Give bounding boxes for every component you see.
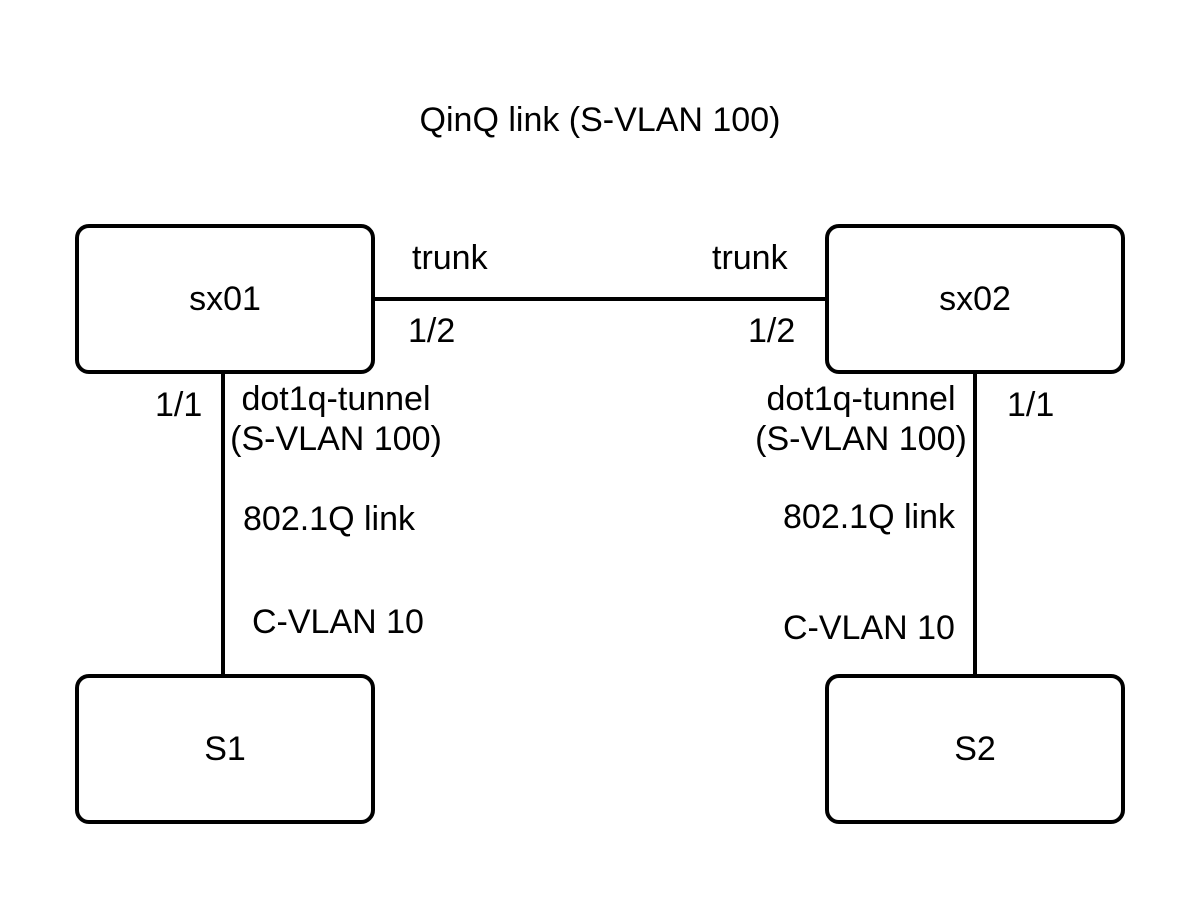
link-type-label-right: 802.1Q link [783,498,955,536]
port-label-sx01-access: 1/1 [155,386,203,424]
tunnel-label-right-line2: (S-VLAN 100) [755,420,967,458]
diagram-title: QinQ link (S-VLAN 100) [419,101,781,139]
tunnel-label-left: dot1q-tunnel (S-VLAN 100) [216,379,456,459]
tunnel-label-left-line2: (S-VLAN 100) [230,420,442,458]
trunk-mode-label-right: trunk [712,239,788,277]
node-sx01: sx01 [75,224,375,374]
port-label-sx01-trunk: 1/2 [408,312,456,350]
cvlan-label-right: C-VLAN 10 [783,609,955,647]
node-sx02-label: sx02 [939,279,1011,318]
node-sx02: sx02 [825,224,1125,374]
link-sx01-s1 [221,374,225,674]
port-label-sx02-access: 1/1 [1007,386,1055,424]
node-s1-label: S1 [204,729,246,768]
port-label-sx02-trunk: 1/2 [748,312,796,350]
tunnel-label-right-line1: dot1q-tunnel [766,380,956,418]
trunk-mode-label-left: trunk [412,239,488,277]
tunnel-label-right: dot1q-tunnel (S-VLAN 100) [741,379,981,459]
link-type-label-left: 802.1Q link [243,500,415,538]
node-s2: S2 [825,674,1125,824]
node-sx01-label: sx01 [189,279,261,318]
link-sx02-s2 [973,374,977,674]
tunnel-label-left-line1: dot1q-tunnel [241,380,431,418]
cvlan-label-left: C-VLAN 10 [252,603,424,641]
node-s2-label: S2 [954,729,996,768]
link-trunk-sx01-sx02 [375,297,825,301]
node-s1: S1 [75,674,375,824]
